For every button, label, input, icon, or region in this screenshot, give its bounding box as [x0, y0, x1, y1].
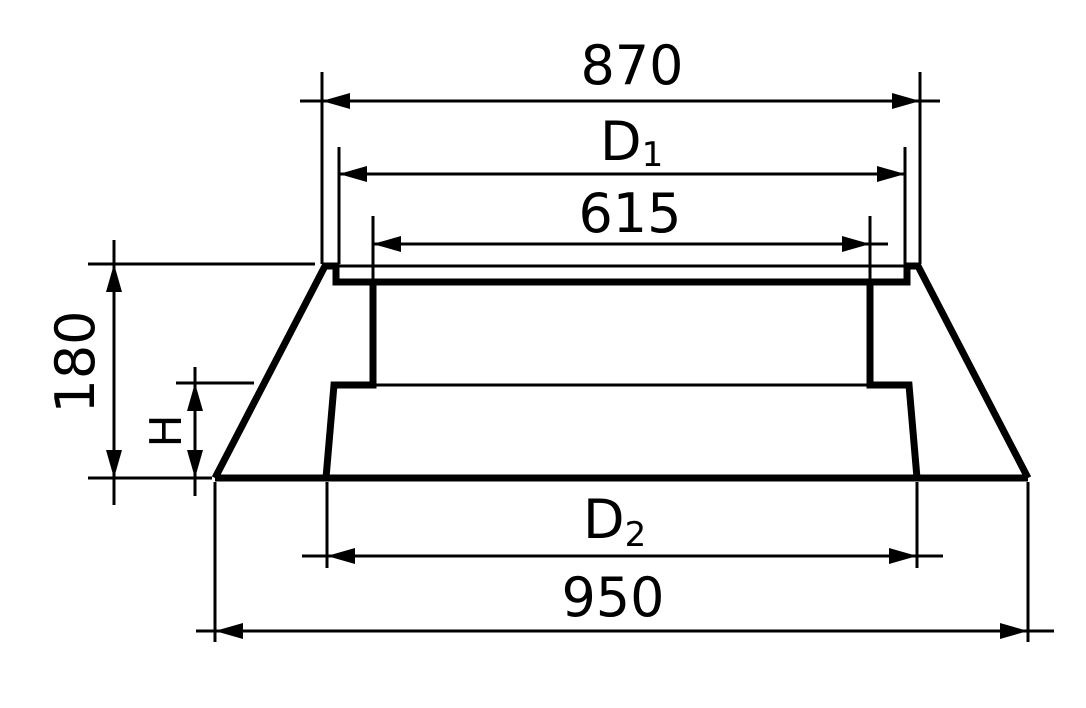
ring-outline — [211, 262, 377, 482]
arrow-d2-right — [889, 548, 917, 564]
arrow-d2-left — [327, 548, 355, 564]
arrow-h-top — [187, 383, 203, 411]
arrow-h-bottom — [187, 450, 203, 478]
arrow-180-top — [106, 264, 122, 292]
arrow-180-bottom — [106, 450, 122, 478]
arrow-d1-right — [877, 166, 905, 182]
arrow-870-left — [322, 93, 350, 109]
label-d2: D2 — [583, 488, 646, 555]
label-615: 615 — [578, 182, 681, 245]
label-d1: D1 — [600, 110, 663, 175]
arrow-950-left — [215, 623, 243, 639]
arrow-615-left — [373, 236, 401, 252]
label-870: 870 — [580, 34, 683, 97]
arrow-615-right — [842, 236, 870, 252]
arrow-950-right — [1000, 623, 1028, 639]
label-180: 180 — [44, 310, 107, 413]
label-950: 950 — [561, 566, 664, 629]
arrow-870-right — [892, 93, 920, 109]
arrow-d1-left — [339, 166, 367, 182]
label-h: H — [141, 414, 192, 447]
ring-outline-right — [866, 262, 1032, 482]
